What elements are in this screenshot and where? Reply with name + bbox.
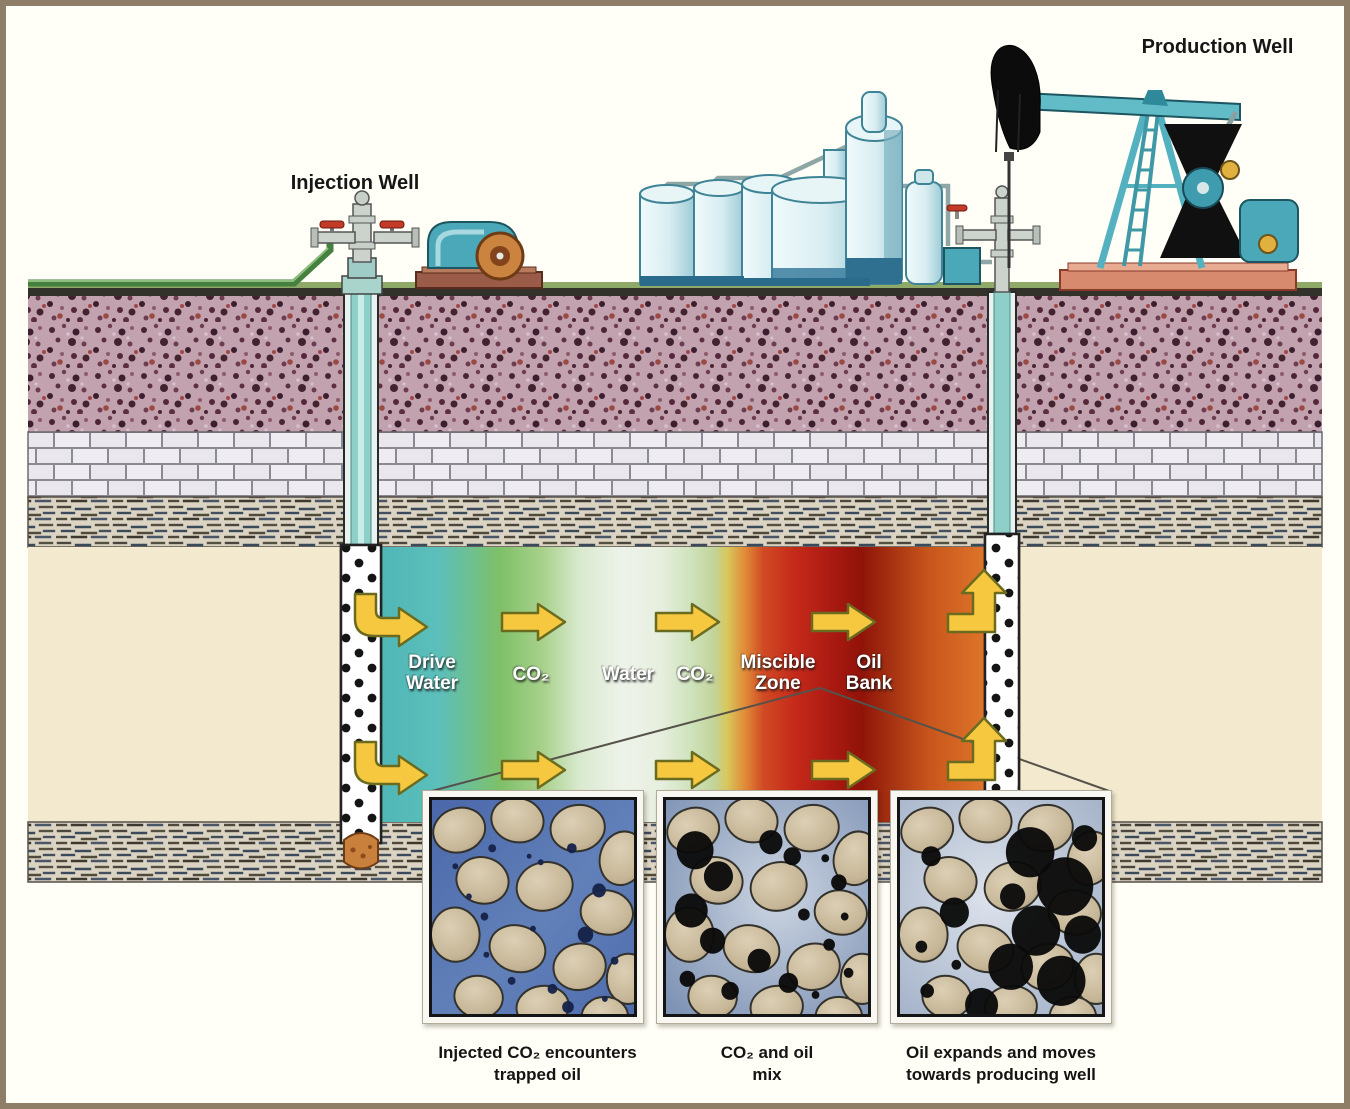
injection-elbow-arrow-icon (353, 592, 429, 648)
zone-label-miscible-zone: Miscible Zone (740, 652, 816, 695)
caption-trapped-oil: Injected CO₂ encounters trapped oil (438, 1043, 637, 1085)
inset-trapped-oil (422, 790, 644, 1024)
horsehead (990, 44, 1041, 150)
zone-label-co2-first: CO₂ (512, 664, 550, 685)
pump-jack (990, 44, 1299, 291)
zone-label-co2-second: CO₂ (676, 664, 714, 685)
injection-pump (415, 221, 543, 289)
production-elbow-arrow-icon (946, 568, 1008, 634)
well-bottom-plug (343, 832, 379, 870)
topsoil-line (28, 288, 1322, 296)
inset-co2-oil-mix (656, 790, 878, 1024)
caprock-layer (27, 496, 1323, 548)
right-arrow-icon (810, 750, 877, 790)
injection-wellhead (310, 190, 420, 295)
valve-handle-icon (319, 220, 345, 229)
processing-facility (639, 91, 992, 286)
zone-label-drive-water: Drive Water (405, 652, 459, 695)
valve-handle-icon (946, 204, 968, 212)
flow-arrows (353, 568, 1008, 796)
overburden-layer (28, 295, 1322, 432)
zone-label-water: Water (601, 664, 655, 685)
right-arrow-icon (500, 602, 567, 642)
valve-handle-icon (379, 220, 405, 229)
pump-jack-base (1059, 269, 1297, 291)
production-wellbore (983, 291, 1021, 794)
inset-oil-expands (890, 790, 1112, 1024)
caption-co2-oil-mix: CO₂ and oil mix (720, 1043, 814, 1085)
counterweight (1160, 198, 1248, 258)
vertical-vessel (905, 181, 943, 285)
inset-trapped-oil-art (432, 800, 634, 1014)
storage-tank (639, 193, 695, 285)
right-arrow-icon (500, 750, 567, 790)
zone-label-oil-bank: Oil Bank (845, 652, 893, 695)
motor-housing (1239, 199, 1299, 263)
right-arrow-icon (654, 750, 721, 790)
inset-co2-oil-mix-art (666, 800, 868, 1014)
co2-pipeline (28, 240, 334, 287)
production-elbow-arrow-icon (946, 716, 1008, 782)
right-arrow-icon (810, 602, 877, 642)
production-well-label: Production Well (1141, 36, 1294, 58)
inset-oil-expands-art (900, 800, 1102, 1014)
caption-oil-expands: Oil expands and moves towards producing … (906, 1043, 1096, 1085)
limestone-brick-layer (27, 431, 1323, 498)
pressure-gauge-icon (354, 190, 370, 206)
storage-tank (693, 187, 745, 285)
injection-elbow-arrow-icon (353, 740, 429, 796)
right-arrow-icon (654, 602, 721, 642)
production-wellhead (946, 185, 1041, 293)
injection-well-label: Injection Well (290, 172, 420, 194)
